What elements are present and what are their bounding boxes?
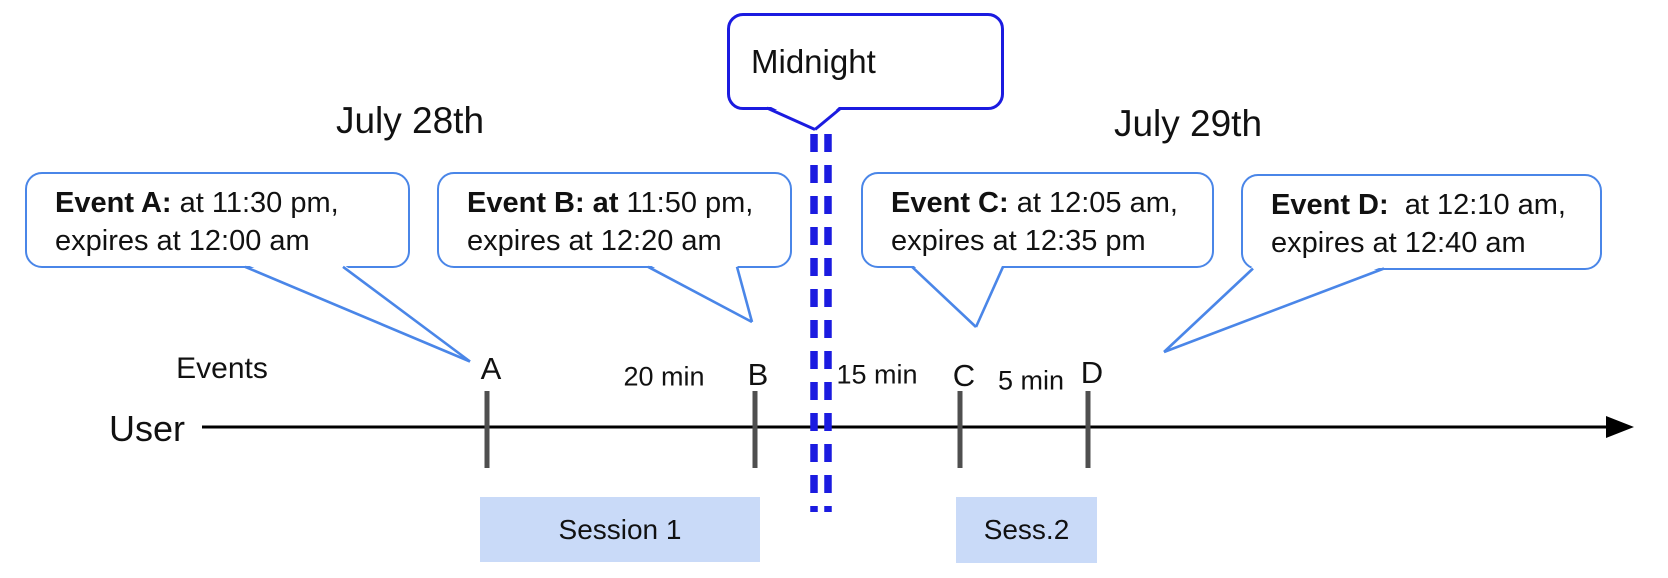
midnight-callout: Midnight <box>727 13 1004 110</box>
event-a-callout: Event A: at 11:30 pm, expires at 12:00 a… <box>25 172 410 268</box>
event-d-time: at 12:10 am, <box>1388 189 1566 221</box>
tick-label-b: B <box>747 357 769 392</box>
events-row-label: Events <box>176 352 268 385</box>
tick-label-a: A <box>480 351 502 386</box>
event-d-callout: Event D: at 12:10 am, expires at 12:40 a… <box>1241 174 1602 270</box>
date-label-july-28: July 28th <box>335 100 485 141</box>
event-d-line2: expires at 12:40 am <box>1271 227 1526 259</box>
event-b-line2: expires at 12:20 am <box>467 225 722 257</box>
date-label-july-29: July 29th <box>1113 103 1263 144</box>
event-a-time: at 11:30 pm, <box>171 187 339 219</box>
event-c-callout: Event C: at 12:05 am, expires at 12:35 p… <box>861 172 1214 268</box>
event-a-line1: Event A: at 11:30 pm, <box>55 184 408 222</box>
event-b-title: Event B: at <box>467 187 619 219</box>
event-b-callout: Event B: at 11:50 pm, expires at 12:20 a… <box>437 172 792 268</box>
gap-label-20min: 20 min <box>623 361 705 392</box>
session-2-label: Sess.2 <box>983 514 1070 545</box>
gap-label-5min: 5 min <box>997 365 1065 396</box>
gap-label-15min: 15 min <box>836 359 918 390</box>
session-2-box: Sess.2 <box>956 497 1097 563</box>
user-row-label: User <box>108 408 186 449</box>
event-c-time: at 12:05 am, <box>1008 187 1178 219</box>
event-c-title: Event C: <box>891 187 1009 219</box>
event-b-line1: Event B: at 11:50 pm, <box>467 184 790 222</box>
event-d-line1: Event D: at 12:10 am, <box>1271 186 1600 224</box>
event-d-title: Event D: <box>1271 189 1389 221</box>
event-c-line1: Event C: at 12:05 am, <box>891 184 1212 222</box>
midnight-label: Midnight <box>751 42 876 80</box>
tick-label-d: D <box>1080 355 1104 390</box>
event-a-line2: expires at 12:00 am <box>55 225 310 257</box>
timeline-arrowhead-icon <box>1606 416 1634 438</box>
event-a-title: Event A: <box>55 187 172 219</box>
session-1-label: Session 1 <box>558 513 682 545</box>
session-1-box: Session 1 <box>480 497 760 562</box>
tick-label-c: C <box>952 358 976 393</box>
event-c-line2: expires at 12:35 pm <box>891 225 1146 257</box>
event-b-time: 11:50 pm, <box>618 187 754 219</box>
